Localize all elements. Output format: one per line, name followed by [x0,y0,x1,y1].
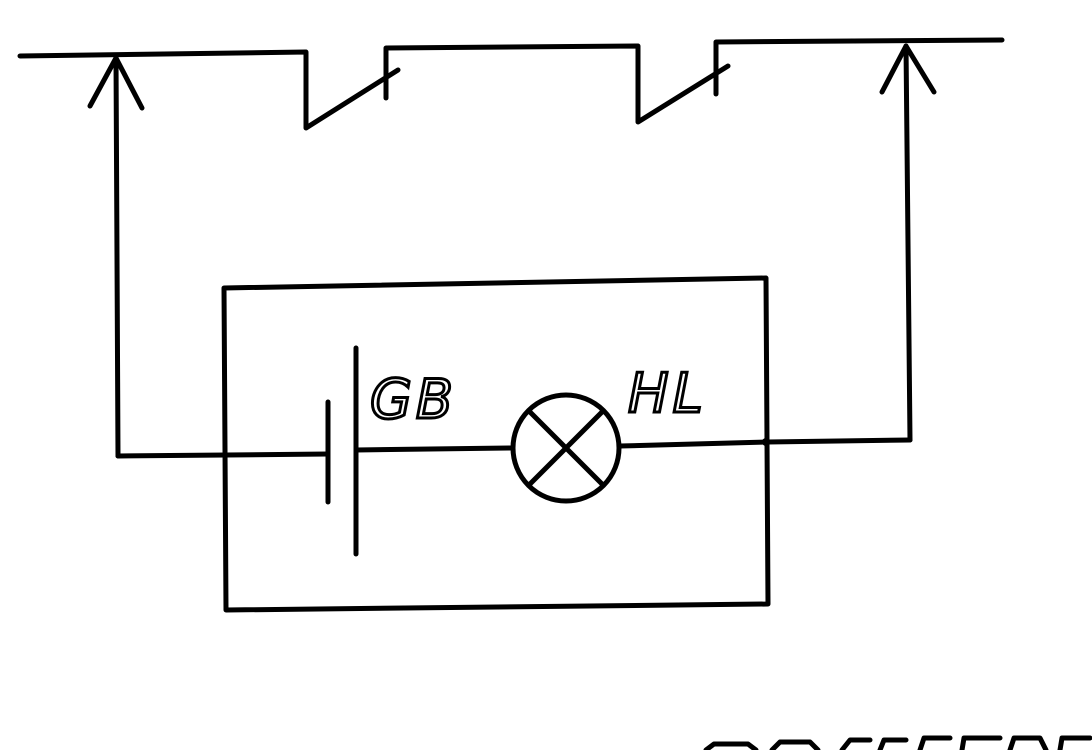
top-line-left-segment [17,49,401,131]
junction-dot-left [223,452,229,458]
lamp-label: HL [628,362,707,425]
battery-icon [325,345,359,557]
left-contact-arrow-icon [87,55,145,459]
right-contact-arrow-icon [879,43,937,443]
junction-dot [762,438,770,446]
cropped-bottom-text-fragment [703,735,1092,750]
wire-battery-to-lamp [353,445,515,453]
top-line-middle-segment [383,43,731,125]
lamp-icon [510,392,622,504]
top-line-right-segment [713,37,1005,77]
top-line [17,37,1005,131]
device-enclosure [221,275,771,613]
battery-label: GB [370,368,457,431]
